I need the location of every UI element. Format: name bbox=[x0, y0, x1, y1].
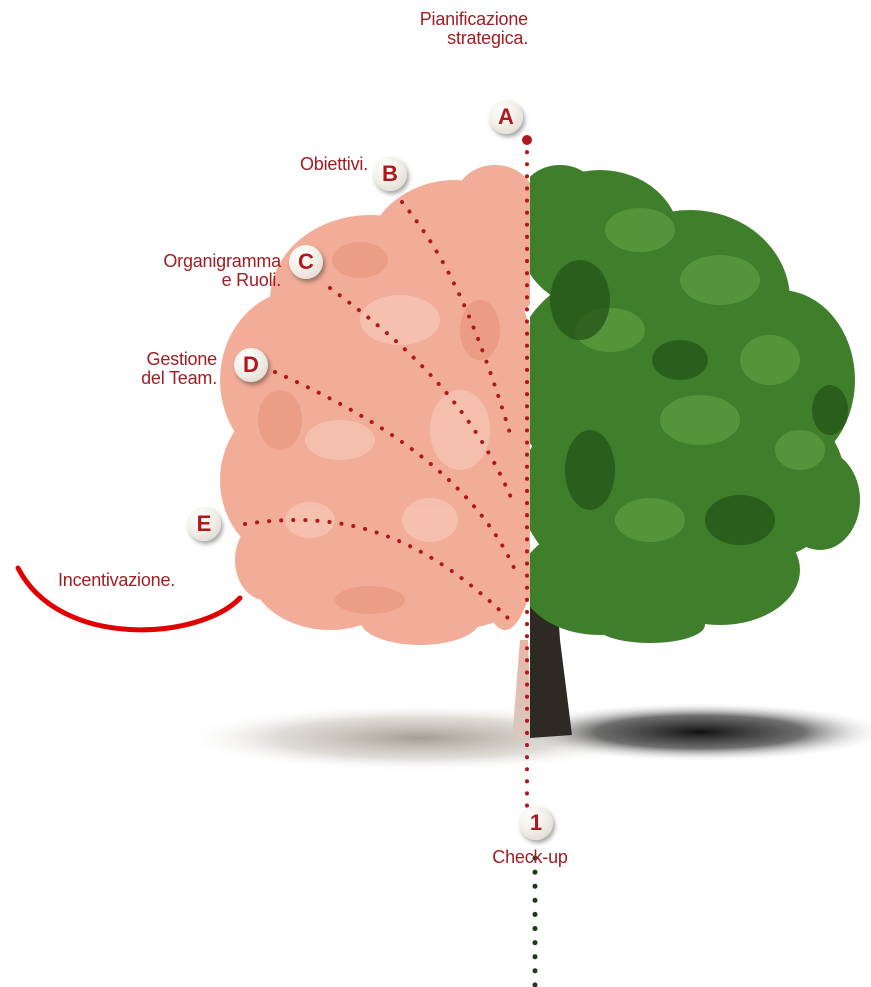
checkup-number-badge: 1 bbox=[519, 806, 553, 840]
step-d-label: Gestione del Team. bbox=[141, 350, 217, 388]
step-a-label: Pianificazione strategica. bbox=[420, 10, 528, 48]
checkup-label: Check-up bbox=[470, 848, 590, 867]
step-b-label: Obiettivi. bbox=[300, 155, 368, 174]
step-e-badge: E bbox=[187, 507, 221, 541]
step-a-badge: A bbox=[489, 100, 523, 134]
step-e-label: Incentivazione. bbox=[58, 571, 175, 590]
step-c-label: Organigramma e Ruoli. bbox=[163, 252, 281, 290]
tree-right-half bbox=[510, 165, 860, 738]
step-b-badge: B bbox=[373, 157, 407, 191]
step-d-badge: D bbox=[234, 348, 268, 382]
step-c-badge: C bbox=[289, 245, 323, 279]
